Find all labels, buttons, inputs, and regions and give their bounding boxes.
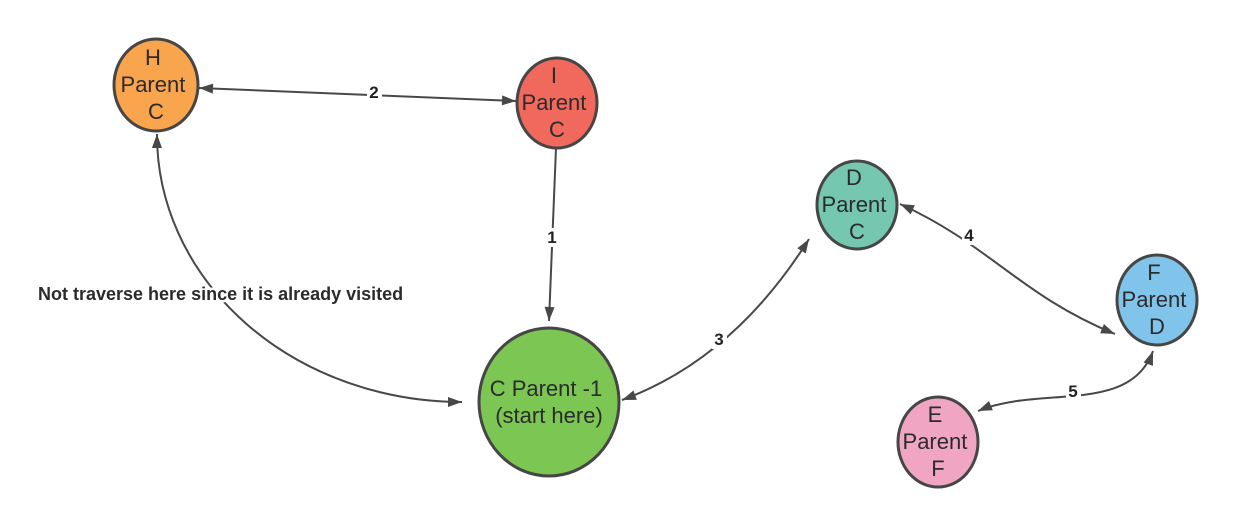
- node-f-label: F Parent D: [1122, 260, 1193, 339]
- node-d-label: D Parent C: [822, 165, 893, 244]
- edge-label-1-bg: [545, 228, 560, 247]
- edge-d-to-f: [899, 203, 1116, 335]
- node-c-start: C Parent -1 (start here): [477, 326, 621, 478]
- edge-label-4-bg: [962, 226, 977, 245]
- edge-label-3-text: 3: [714, 330, 723, 349]
- edge-label-1-text: 1: [547, 228, 556, 247]
- edge-label-2: 2: [367, 83, 382, 102]
- edge-label-3: 3: [712, 330, 727, 349]
- edges: [151, 83, 1154, 412]
- node-e-parent-f: E Parent F: [896, 395, 980, 489]
- node-f-shape: [1115, 253, 1199, 347]
- node-i-label: I Parent C: [522, 63, 593, 142]
- nodes: H Parent C I Parent C C Parent -1 (start…: [112, 37, 1199, 489]
- node-e-shape: [896, 395, 980, 489]
- node-e-label: E Parent F: [903, 402, 974, 481]
- node-i-parent-c: I Parent C: [515, 56, 599, 150]
- node-f-parent-d: F Parent D: [1115, 253, 1199, 347]
- node-c-label: C Parent -1 (start here): [490, 376, 609, 428]
- node-h-parent-c: H Parent C: [112, 37, 200, 133]
- annotation-not-traverse: Not traverse here since it is already vi…: [38, 284, 403, 304]
- edge-label-1: 1: [545, 228, 560, 247]
- edge-label-4: 4: [962, 226, 977, 245]
- edge-i-to-h: [198, 83, 517, 106]
- node-h-label: H Parent C: [121, 45, 192, 124]
- edge-label-5-bg: [1066, 382, 1081, 401]
- edge-label-5: 5: [1066, 382, 1081, 401]
- edge-label-4-text: 4: [964, 226, 974, 245]
- node-i-shape: [515, 56, 599, 150]
- edge-label-2-bg: [367, 83, 382, 102]
- node-d-shape: [815, 159, 899, 251]
- node-c-shape: [477, 326, 621, 478]
- edge-label-3-bg: [712, 330, 727, 349]
- edge-labels: 1 2 3 4 5: [367, 83, 1081, 401]
- edge-label-2-text: 2: [369, 83, 378, 102]
- edge-label-5-text: 5: [1068, 382, 1077, 401]
- edge-c-to-d: [621, 238, 810, 401]
- node-d-parent-c: D Parent C: [815, 159, 899, 251]
- node-h-shape: [112, 37, 200, 133]
- edge-e-to-f: [977, 350, 1154, 412]
- edge-c-to-h-visited: [151, 133, 463, 407]
